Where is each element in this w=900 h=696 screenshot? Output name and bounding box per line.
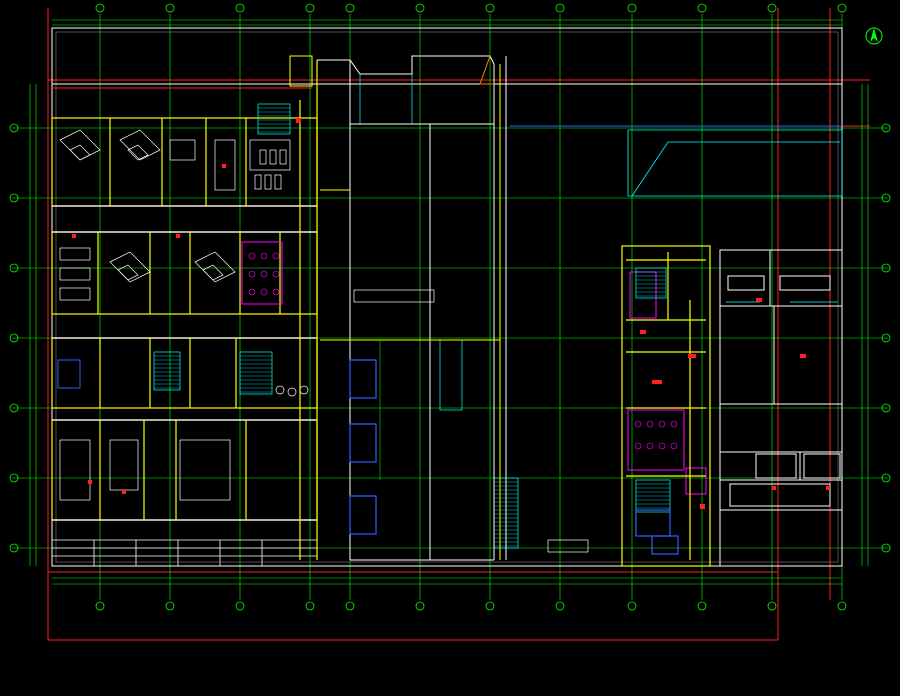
grid-bubble xyxy=(95,3,105,13)
grid-bubble xyxy=(305,3,315,13)
central-hall xyxy=(289,55,507,561)
grid-bubble xyxy=(9,333,19,343)
grid-bubble xyxy=(485,601,495,611)
north-arrow-icon xyxy=(865,27,883,45)
red-markers xyxy=(72,118,830,509)
grid-bubble xyxy=(767,601,777,611)
right-cyan-details xyxy=(627,129,843,303)
grid-bubble xyxy=(767,3,777,13)
grid-bubble xyxy=(345,601,355,611)
grid-bubble xyxy=(881,403,891,413)
grid-bubble xyxy=(881,193,891,203)
grid-bubble xyxy=(697,3,707,13)
grid-bubble xyxy=(627,601,637,611)
right-office-wing xyxy=(621,245,711,567)
grid-bubble xyxy=(9,263,19,273)
grid-bubble xyxy=(165,601,175,611)
grid-bubble xyxy=(555,3,565,13)
drawing-notes xyxy=(48,634,878,694)
grid-bubble xyxy=(697,601,707,611)
grid-bubble xyxy=(881,123,891,133)
grid-bubble xyxy=(9,403,19,413)
toilet-fixtures xyxy=(248,252,678,450)
grid-bubble xyxy=(9,123,19,133)
grid-bubbles xyxy=(9,3,891,611)
grid-bubble xyxy=(165,3,175,13)
equipment-boxes xyxy=(349,359,679,555)
grid-bubble xyxy=(555,601,565,611)
bottom-strip xyxy=(52,539,317,566)
dimension-lines xyxy=(29,19,869,585)
stair-treads xyxy=(154,107,670,547)
grid-bubble xyxy=(415,601,425,611)
grid-bubble xyxy=(345,3,355,13)
grid-bubble xyxy=(235,601,245,611)
grid-bubble xyxy=(305,601,315,611)
grid-bubble xyxy=(9,473,19,483)
toilet-block-magenta xyxy=(57,241,707,495)
right-rooms xyxy=(719,249,843,567)
grid-bubble xyxy=(837,601,847,611)
grid-bubble xyxy=(9,543,19,553)
grid-bubble xyxy=(881,543,891,553)
grid-bubble xyxy=(881,263,891,273)
grid-bubble xyxy=(95,601,105,611)
grid-bubble xyxy=(415,3,425,13)
furniture-left xyxy=(59,129,309,501)
grid-bubble xyxy=(9,193,19,203)
grid-bubble xyxy=(837,3,847,13)
grid-bubble xyxy=(485,3,495,13)
grid-bubble xyxy=(881,333,891,343)
left-office-wing xyxy=(51,60,318,560)
grid-bubble xyxy=(235,3,245,13)
grid-bubble xyxy=(627,3,637,13)
grid-bubble xyxy=(881,473,891,483)
